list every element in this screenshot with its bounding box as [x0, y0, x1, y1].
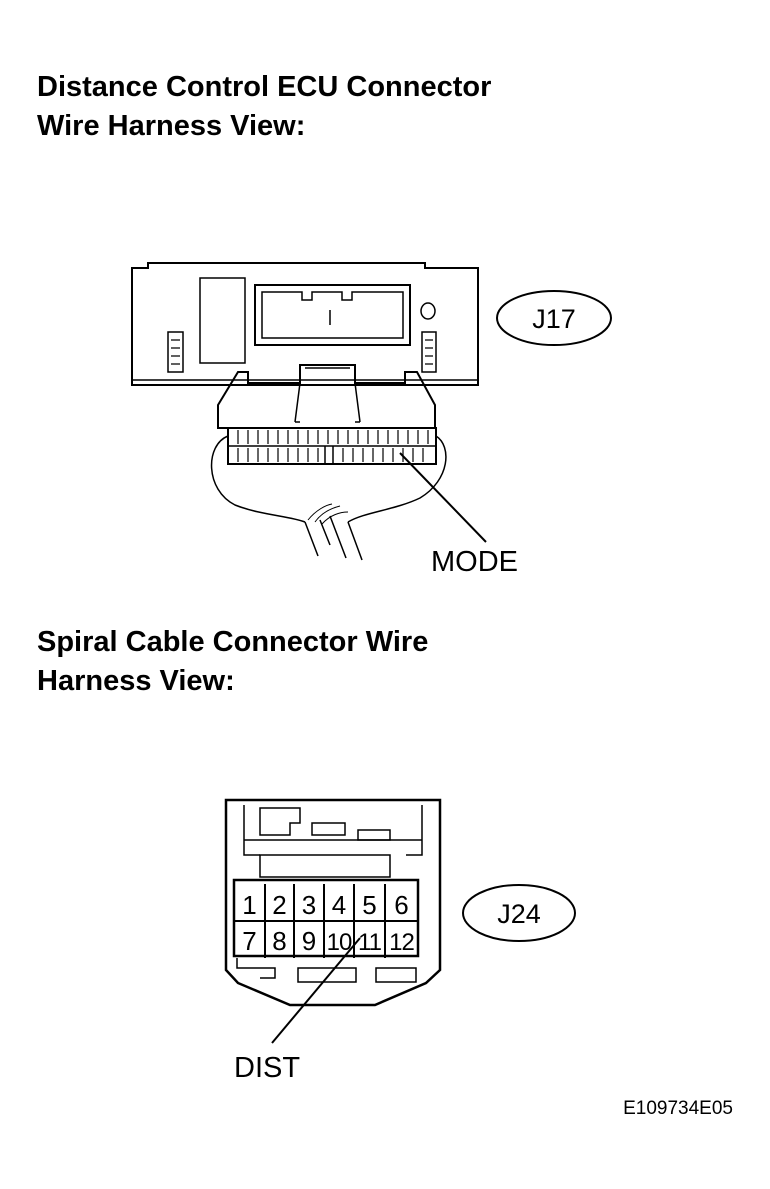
spiral-cable-heading-line2: Harness View:: [37, 665, 235, 697]
pin-number: 7: [242, 926, 256, 956]
ecu-connector-drawing: [131, 262, 612, 561]
ecu-connector-heading: Distance Control ECU Connector Wire Harn…: [37, 68, 491, 146]
pin-number: 10: [327, 929, 352, 956]
j24-id-oval: [462, 884, 576, 942]
pin-number: 3: [302, 890, 316, 920]
ecu-housing: [131, 262, 479, 386]
dist-pin-label: DIST: [234, 1052, 300, 1084]
spiral-connector-housing: [224, 798, 442, 1007]
pin-number: 2: [272, 890, 286, 920]
mode-leader-line: [399, 452, 487, 543]
pin-number: 12: [389, 929, 414, 956]
j17-id-oval: [496, 290, 612, 346]
j24-connector-id: J24: [497, 899, 541, 929]
dist-leader-line: [271, 937, 361, 1044]
spiral-cable-heading: Spiral Cable Connector Wire Harness View…: [37, 623, 428, 701]
figure-code: E109734E05: [623, 1098, 733, 1119]
spiral-terminal-block: [232, 878, 420, 958]
pin-number: 5: [362, 890, 376, 920]
pin-number: 6: [394, 890, 408, 920]
spiral-cable-heading-line1: Spiral Cable Connector Wire: [37, 626, 429, 658]
spiral-connector-drawing: [224, 798, 576, 1044]
ecu-connector-heading-line2: Wire Harness View:: [37, 110, 306, 142]
ecu-mount-hole: [420, 302, 436, 320]
wire-bundle: [210, 435, 306, 523]
pin-number: 9: [302, 926, 316, 956]
j17-connector-id: J17: [532, 304, 576, 334]
ecu-connector-heading-line1: Distance Control ECU Connector: [37, 71, 492, 103]
pin-number: 4: [332, 890, 346, 920]
pin-number: 8: [272, 926, 286, 956]
pin-number: 11: [358, 929, 382, 956]
pin-number: 1: [242, 890, 256, 920]
mode-pin-label: MODE: [431, 546, 518, 578]
ecu-receptacle: [254, 284, 411, 346]
harness-connector-body: [217, 364, 436, 429]
